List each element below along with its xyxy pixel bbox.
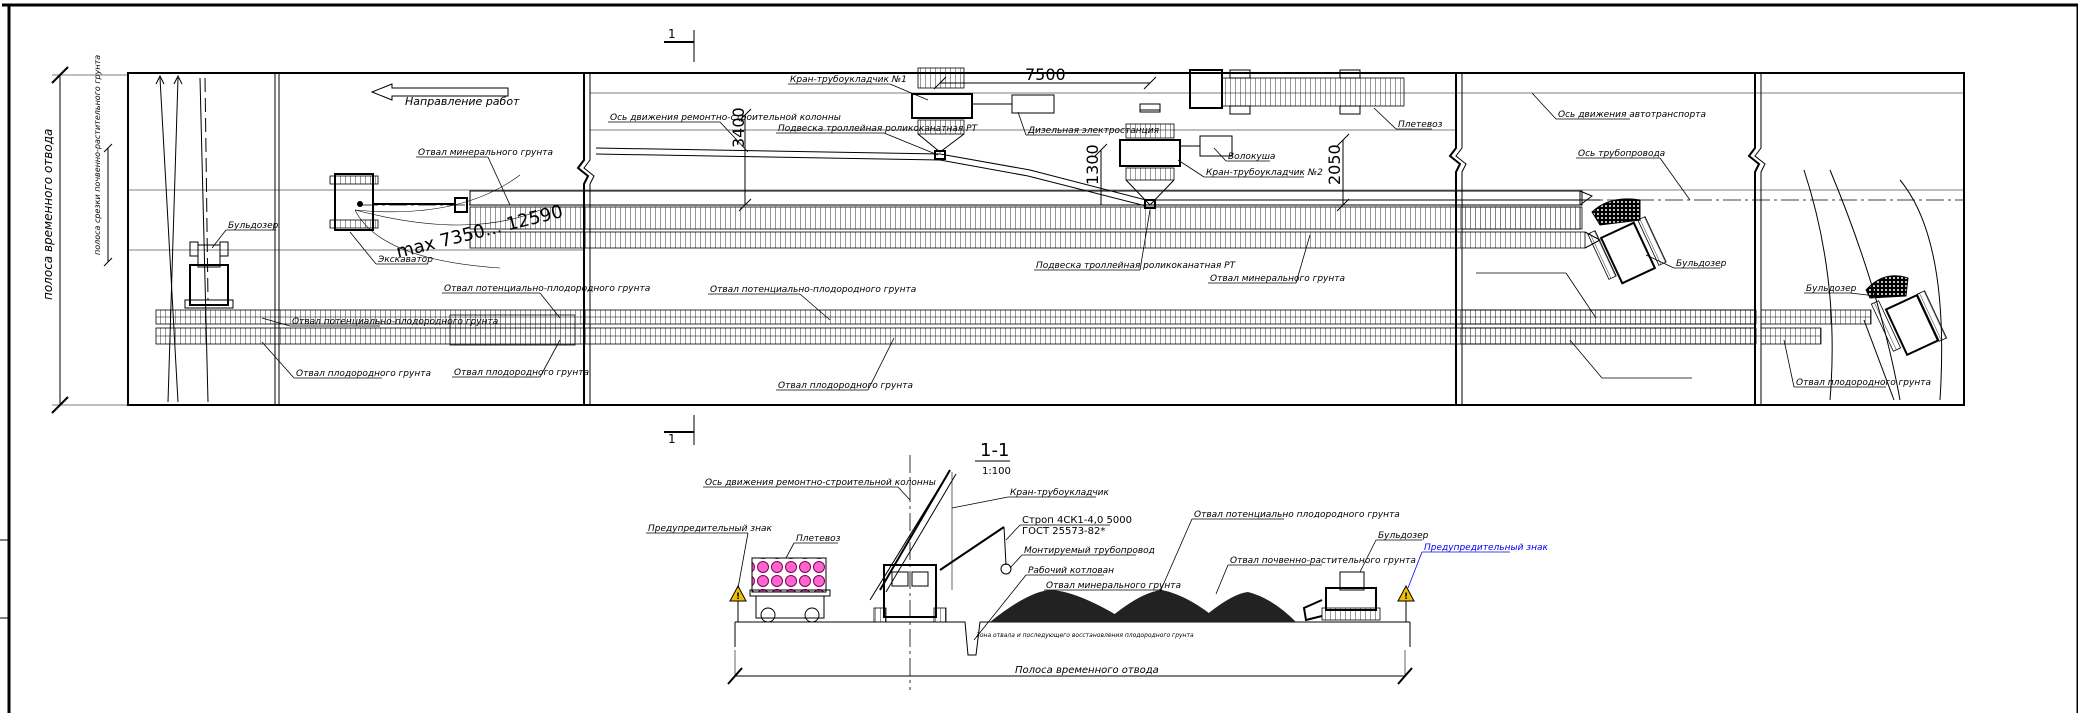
label-trolley-2: Подвеска троллейная роликоканатная РТ [1036,261,1237,271]
sec-label-otval-min: Отвал минерального грунта [1046,581,1181,591]
bulldozer-right-1-icon [1587,198,1667,285]
sec-label-zone: Зона отвала и последующего восстановлени… [976,632,1194,639]
label-crane-2: Кран-трубоукладчик №2 [1206,168,1323,178]
label-pipe-carrier: Плетевоз [1398,120,1443,130]
section-pipe-carrier-icon [749,557,831,623]
sec-label-crane: Кран-трубоукладчик [1010,488,1110,498]
pipe-carrier-icon [1189,69,1405,115]
topsoil-strip-label: полоса срезки почвенно-растительного гру… [93,55,102,255]
label-otval-plod-mid: Отвал плодородного грунта [454,368,589,378]
svg-text:!: ! [736,592,740,602]
bulldozer-right-2-icon [1865,275,1948,357]
direction-arrow: Направление работ [370,83,520,108]
sheet-frame [0,3,2078,713]
sec-label-warning-right: Предупредительный знак [1424,543,1548,553]
sec-label-axis: Ось движения ремонтно-строительной колон… [705,478,936,488]
warning-sign-left-icon: ! [729,584,747,622]
label-bulldozer-r2: Бульдозер [1806,284,1857,294]
sec-label-sling-1: Строп 4СК1-4,0 5000 [1022,515,1132,526]
label-otval-pot-left: Отвал потенциально-плодородного грунта [292,317,498,327]
excavator-icon [329,173,468,231]
temp-strip-label: полоса временного отвода [41,129,55,300]
section-crane-icon [869,469,1012,623]
label-trolley-1: Подвеска троллейная роликоканатная РТ [778,124,979,134]
pile-mineral [990,590,1128,622]
sec-label-warning-left: Предупредительный знак [648,524,772,534]
sec-label-pipeline: Монтируемый трубопровод [1024,546,1155,556]
pile-topsoil [1198,592,1296,622]
label-bulldozer-r1: Бульдозер [1676,259,1727,269]
sec-label-pipe-carrier: Плетевоз [796,534,841,544]
sec-label-bulldozer: Бульдозер [1378,531,1429,541]
bulldozer-left-icon [184,241,234,309]
label-axis-column: Ось движения ремонтно-строительной колон… [610,113,841,123]
label-axis-pipe: Ось трубопровода [1578,149,1665,159]
label-diesel: Дизельная электростанция [1027,126,1160,136]
label-otval-pot-mid: Отвал потенциально-плодородного грунта [444,284,650,294]
dim-3400: 3400 [729,107,748,148]
section-marker-bottom: 1 [664,415,695,446]
label-excavator: Экскаватор [377,255,433,265]
sec-label-strip: Полоса временного отвода [1015,665,1159,676]
sec-label-sling-2: ГОСТ 25573-82* [1022,526,1105,537]
section-bulldozer-icon [1302,571,1381,622]
dim-2050: 2050 [1325,144,1344,185]
svg-text:1: 1 [668,432,676,446]
label-otval-plod-center: Отвал плодородного грунта [778,381,913,391]
sec-label-otval-soil: Отвал почвенно-растительного грунта [1230,556,1416,566]
label-otval-plod-r2: Отвал плодородного грунта [1796,378,1931,388]
dim-1300: 1300 [1083,144,1102,185]
label-crane-1: Кран-трубоукладчик №1 [790,75,907,85]
label-otval-plod-left: Отвал плодородного грунта [296,369,431,379]
warning-sign-right-icon: ! [1397,584,1415,622]
crane-pipelayer-2-icon [1119,103,1233,209]
section-scale: 1:100 [982,466,1011,477]
section-title: 1-1 [980,440,1009,461]
sec-label-otval-pot: Отвал потенциально плодородного грунта [1194,510,1400,520]
sec-label-trench: Рабочий котлован [1028,566,1114,576]
dim-7500: 7500 [1025,65,1066,84]
section-view: 1-1 1:100 ! ! [646,440,1548,690]
pile-potential [1105,590,1220,622]
svg-text:!: ! [1404,592,1408,602]
label-bulldozer-left: Бульдозер [228,221,279,231]
section-marker-top: 1 [664,27,695,62]
label-otval-pot-center: Отвал потенциально-плодородного грунта [710,285,916,295]
label-otval-min-left: Отвал минерального грунта [418,148,553,158]
svg-text:1: 1 [668,27,676,41]
label-otval-min-right: Отвал минерального грунта [1210,274,1345,284]
label-axis-auto: Ось движения автотранспорта [1558,110,1706,120]
direction-label: Направление работ [405,95,520,108]
plan-labels: Бульдозер Отвал потенциально-плодородног… [211,75,1931,391]
label-drag: Волокуша [1228,152,1275,162]
